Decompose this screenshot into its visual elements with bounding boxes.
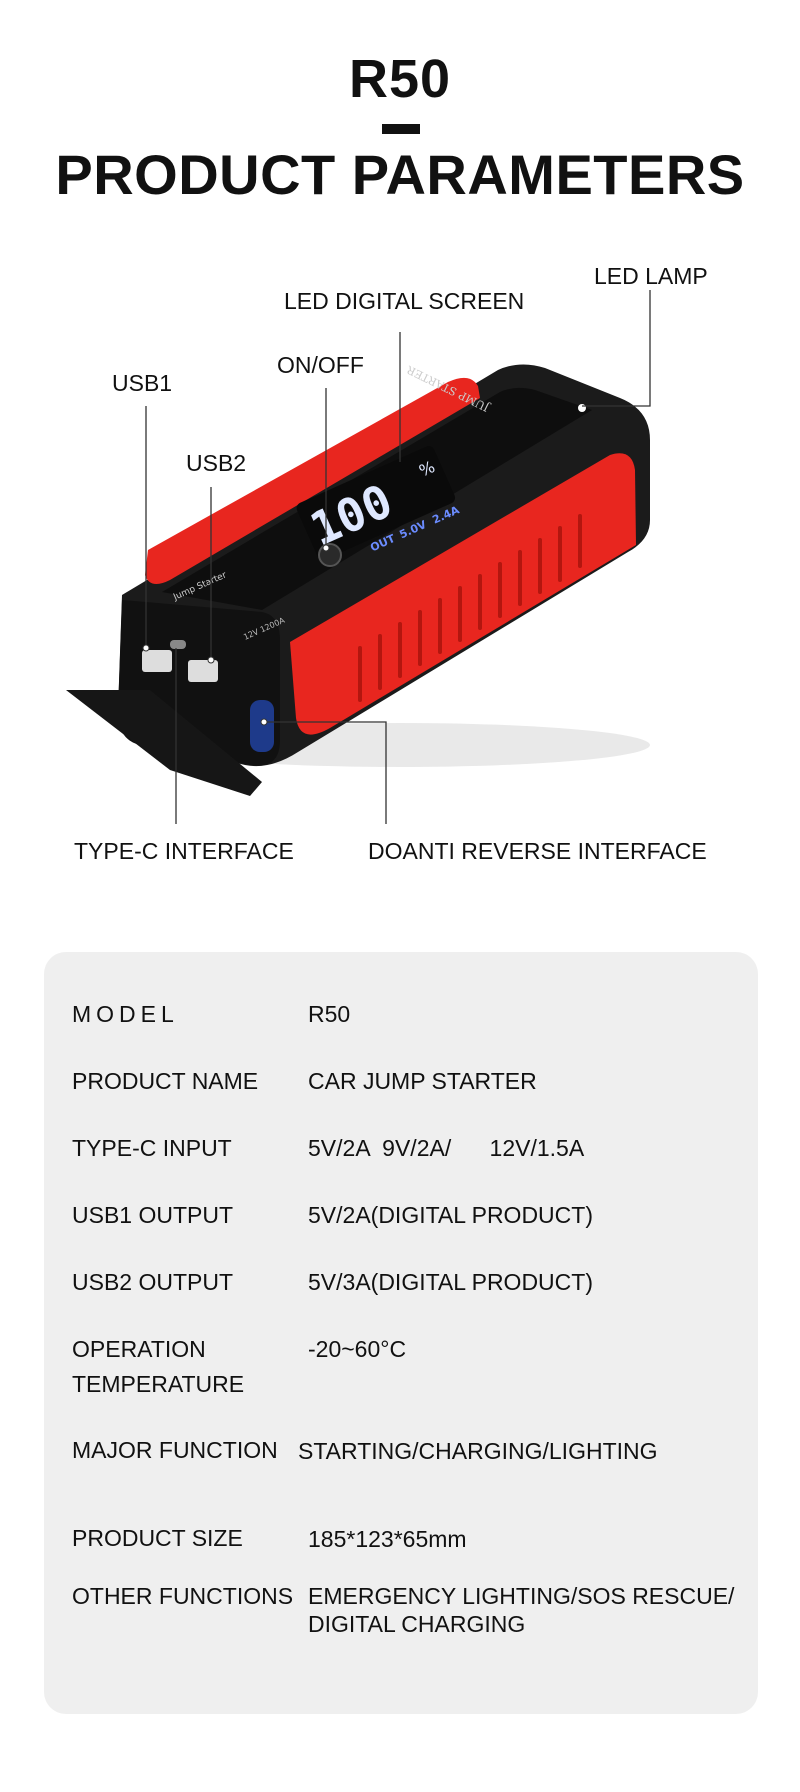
page-title: PRODUCT PARAMETERS [55, 143, 745, 206]
grip-ribs [358, 514, 582, 702]
power-button [318, 543, 342, 567]
spec-label-operation: OPERATION [72, 1336, 206, 1362]
led-lamp-dot [578, 404, 586, 412]
top-red-bumper [145, 377, 480, 584]
callout-reverse: DOANTI REVERSE INTERFACE [368, 838, 707, 864]
spec-value-product-size: 185*123*65mm [308, 1526, 467, 1552]
port-cover-flap [66, 690, 262, 796]
spec-label-type-c-input: TYPE-C INPUT [72, 1135, 232, 1161]
usb2-port [188, 660, 218, 682]
callout-led-lamp: LED LAMP [594, 263, 708, 289]
callout-type-c: TYPE-C INTERFACE [74, 838, 294, 864]
callout-leader-lines [145, 290, 651, 824]
type-c-port [170, 640, 186, 649]
title-divider [382, 124, 420, 134]
jump-starter-illustration: 100 % OUT 5.0V 2.4A JUMP STARTER Jump St… [66, 290, 651, 824]
spec-label-temperature: TEMPERATURE [72, 1371, 245, 1397]
callout-on-off: ON/OFF [277, 352, 364, 378]
callout-endpoints [142, 544, 330, 726]
reverse-port [250, 700, 274, 752]
screen-percent-unit: % [416, 457, 438, 481]
spec-label-major-function: MAJOR FUNCTION [72, 1437, 278, 1463]
callout-led-screen: LED DIGITAL SCREEN [284, 288, 525, 314]
model-title: R50 [348, 49, 452, 109]
spec-value-usb1-output: 5V/2A(DIGITAL PRODUCT) [308, 1202, 593, 1228]
side-red-shell [290, 453, 636, 735]
spec-label-product-size: PRODUCT SIZE [72, 1525, 243, 1551]
spec-value-other-functions: EMERGENCY LIGHTING/SOS RESCUE/ [308, 1583, 735, 1609]
callout-usb2: USB2 [186, 450, 247, 476]
spec-value-usb2-output: 5V/3A(DIGITAL PRODUCT) [308, 1269, 593, 1295]
spec-value-temperature: -20~60°C [308, 1336, 407, 1362]
spec-label-model: MODEL [72, 1001, 179, 1027]
spec-label-usb2-output: USB2 OUTPUT [72, 1269, 234, 1295]
spec-label-other-functions: OTHER FUNCTIONS [72, 1583, 294, 1609]
spec-value-model: R50 [308, 1001, 351, 1027]
spec-value-other-functions-2: DIGITAL CHARGING [308, 1611, 526, 1637]
spec-value-type-c-input: 5V/2A 9V/2A/ 12V/1.5A [308, 1135, 585, 1161]
spec-label-usb1-output: USB1 OUTPUT [72, 1202, 234, 1228]
spec-panel: MODEL R50 PRODUCT NAME CAR JUMP STARTER … [44, 952, 758, 1714]
spec-value-major-function: STARTING/CHARGING/LIGHTING [298, 1438, 658, 1464]
usb1-port [142, 650, 172, 672]
callout-usb1: USB1 [112, 370, 173, 396]
spec-label-product-name: PRODUCT NAME [72, 1068, 259, 1094]
spec-value-product-name: CAR JUMP STARTER [308, 1068, 537, 1094]
